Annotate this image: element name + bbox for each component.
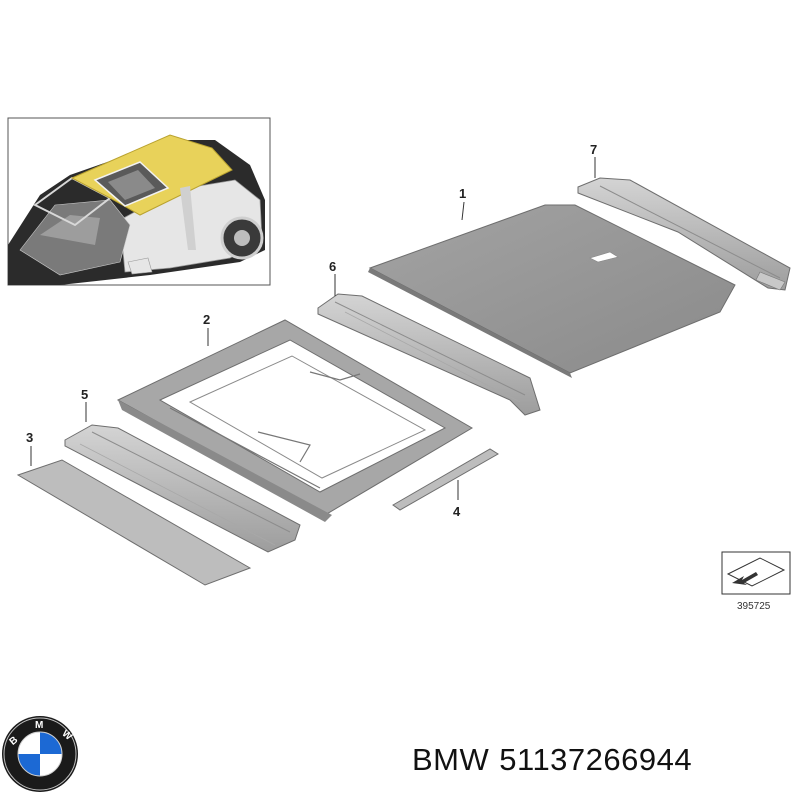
callout-1: 1 xyxy=(459,186,466,201)
brand-name: BMW xyxy=(412,742,490,777)
callout-4: 4 xyxy=(453,504,461,519)
reference-code: 395725 xyxy=(737,601,771,612)
bmw-logo: B M W xyxy=(2,716,78,792)
car-inset-illustration xyxy=(7,117,271,286)
part-1-roof-panel xyxy=(368,204,736,378)
logo-letter-m: M xyxy=(35,720,43,731)
arrow-icon xyxy=(732,572,758,585)
callout-6: 6 xyxy=(329,259,336,274)
part-5-front-header-rail xyxy=(64,424,301,553)
callout-7: 7 xyxy=(590,142,597,157)
reference-box: 395725 xyxy=(721,551,791,612)
part-number: 51137266944 xyxy=(499,742,693,777)
part-caption: BMW 51137266944 xyxy=(412,742,702,778)
part-4-seal-strip xyxy=(392,448,499,511)
part-6-front-roof-rail xyxy=(317,293,541,416)
callout-3: 3 xyxy=(26,430,33,445)
part-2-sunroof-frame xyxy=(116,319,473,522)
leader-lines xyxy=(30,157,596,500)
callout-5: 5 xyxy=(81,387,88,402)
part-3-trim-strip xyxy=(16,459,252,586)
callout-numbers: 1 2 3 4 5 6 7 xyxy=(26,142,597,519)
part-7-rear-crossmember xyxy=(577,177,791,291)
callout-2: 2 xyxy=(203,312,210,327)
